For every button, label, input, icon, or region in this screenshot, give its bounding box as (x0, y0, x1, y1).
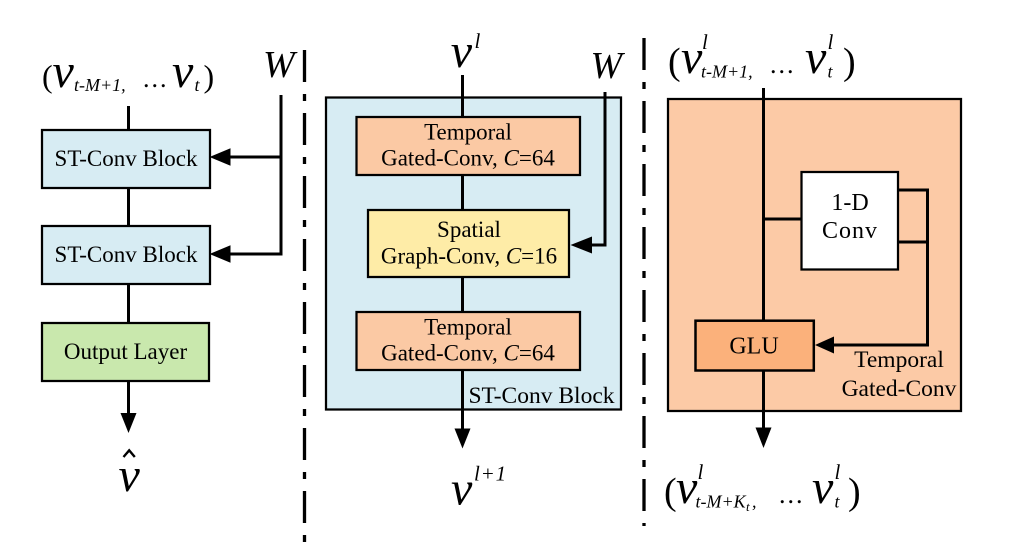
svg-text:t-M+1,: t-M+1, (701, 62, 753, 82)
svg-text:Gated-Conv: Gated-Conv (842, 376, 957, 402)
svg-text:): ) (848, 471, 861, 513)
svg-text:ν: ν (812, 461, 834, 514)
svg-text:W: W (591, 45, 626, 87)
svg-text:ST-Conv Block: ST-Conv Block (55, 146, 198, 171)
svg-text:l: l (475, 29, 481, 53)
svg-text:ν: ν (53, 45, 75, 98)
svg-text:ν: ν (451, 463, 473, 516)
svg-text:1-D: 1-D (831, 190, 868, 216)
svg-text:): ) (204, 58, 215, 94)
svg-text:t: t (746, 499, 750, 514)
svg-text:Temporal: Temporal (424, 315, 512, 340)
svg-text:t-M+K: t-M+K (696, 492, 747, 512)
svg-text:t: t (195, 75, 201, 95)
svg-text:ν: ν (676, 461, 698, 514)
svg-text:(: ( (42, 58, 53, 94)
svg-text:l: l (702, 30, 708, 54)
svg-text:l+1: l+1 (474, 462, 507, 486)
svg-text:W: W (263, 44, 298, 86)
svg-text:,: , (752, 492, 757, 512)
svg-text:ST-Conv Block: ST-Conv Block (55, 242, 198, 267)
svg-text:(: ( (668, 41, 681, 83)
svg-text:t: t (835, 492, 841, 512)
svg-text:ST-Conv Block: ST-Conv Block (468, 383, 614, 409)
svg-text:GLU: GLU (729, 334, 778, 360)
svg-text:l: l (828, 30, 834, 54)
svg-text:Output Layer: Output Layer (64, 339, 188, 364)
svg-text:...: ... (779, 480, 805, 509)
svg-text:Graph-Conv, C=16: Graph-Conv, C=16 (381, 244, 557, 269)
svg-text:t: t (828, 62, 834, 82)
svg-text:Gated-Conv, C=64: Gated-Conv, C=64 (381, 341, 555, 366)
svg-text:Gated-Conv, C=64: Gated-Conv, C=64 (381, 146, 555, 171)
svg-text:...: ... (143, 64, 169, 93)
svg-text:Temporal: Temporal (854, 347, 944, 373)
svg-text:ν: ν (172, 45, 194, 98)
svg-text:ν: ν (451, 25, 473, 78)
svg-text:t-M+1,: t-M+1, (74, 75, 126, 95)
svg-text:...: ... (770, 50, 796, 79)
svg-text:l: l (835, 460, 841, 484)
svg-text:ν: ν (805, 31, 827, 84)
svg-text:Spatial: Spatial (437, 217, 501, 242)
svg-text:Conv: Conv (822, 218, 878, 244)
svg-text:ν: ν (681, 31, 703, 84)
svg-text:Temporal: Temporal (424, 120, 512, 145)
svg-text:): ) (843, 41, 856, 83)
svg-text:ν: ν (119, 449, 141, 502)
svg-text:l: l (698, 460, 704, 484)
svg-text:(: ( (664, 471, 677, 513)
